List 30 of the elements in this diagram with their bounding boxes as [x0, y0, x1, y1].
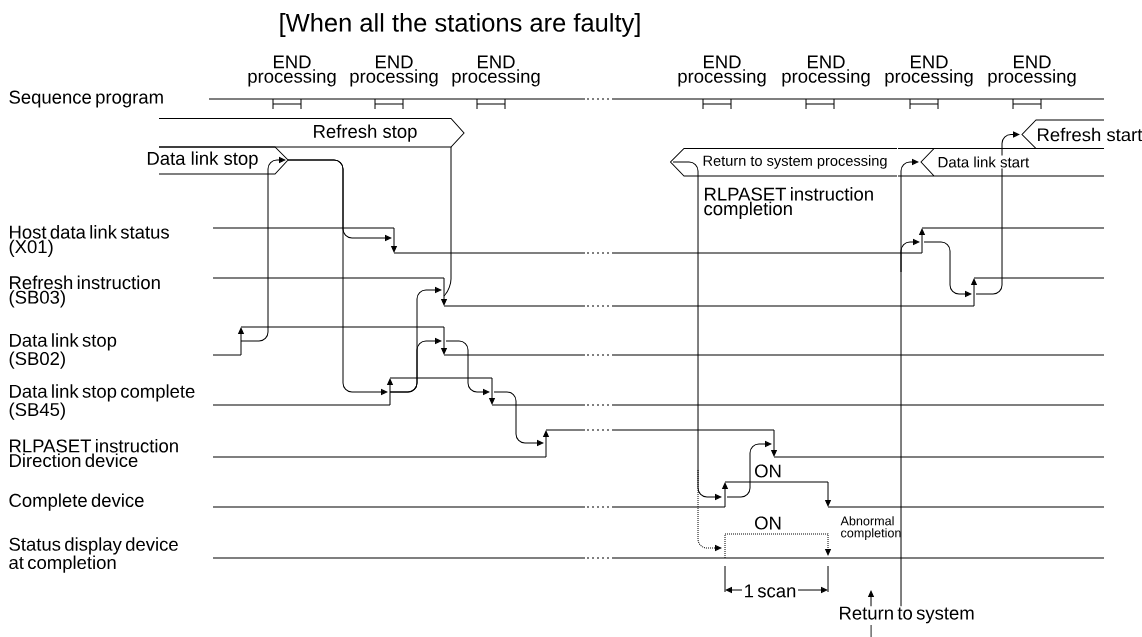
arrow — [900, 159, 919, 607]
signal-name: Status display device at completion — [9, 537, 178, 573]
note-label: Abnormal completion — [840, 516, 901, 540]
banner: Refresh stop — [158, 118, 465, 148]
event-label: END processing — [782, 55, 870, 87]
arrow — [868, 590, 874, 607]
signal-name: Sequence program — [9, 90, 163, 108]
dimension-label: 1 scan — [745, 584, 796, 598]
state-label: ON — [755, 516, 781, 530]
signal-name: Data link stop complete (SB45) — [9, 384, 195, 420]
state-label: ON — [755, 464, 781, 478]
event-label: END processing — [350, 55, 438, 87]
event-label: END processing — [452, 55, 540, 87]
signal-name: RLPASET instruction Direction device — [10, 438, 178, 468]
signal-name: Host data link status (X01) — [9, 225, 169, 257]
title: [When all the stations are faulty] — [280, 13, 640, 37]
banner: Refresh start — [1021, 119, 1142, 149]
signal-name: Refresh instruction (SB03) — [9, 275, 160, 308]
banner: Data link stop — [147, 146, 289, 175]
node-label: Data link start — [938, 156, 1030, 168]
event-label: RLPASET instruction completion — [704, 187, 873, 219]
event-label: END processing — [988, 55, 1076, 87]
banner: Data link start — [897, 148, 1105, 177]
signal-name: Complete device — [9, 493, 144, 511]
banner: Return to system processing — [670, 148, 898, 177]
event-label: END processing — [678, 55, 766, 87]
event-label: END processing — [885, 55, 973, 87]
signal-name: Data link stop (SB02) — [9, 333, 117, 369]
event-label: END processing — [248, 55, 336, 87]
note-label: Return to system — [840, 606, 974, 624]
